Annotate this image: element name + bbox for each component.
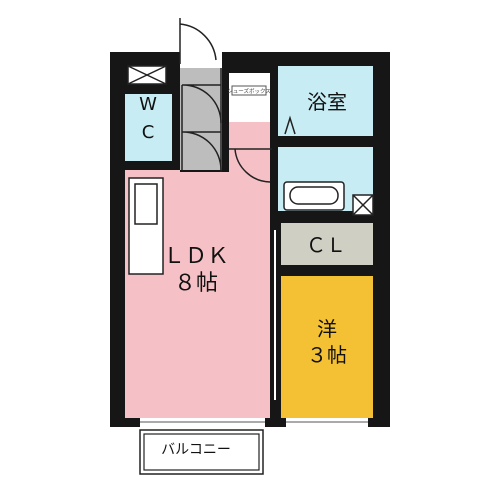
window-ldk: [140, 418, 265, 427]
entrance: [180, 52, 222, 68]
entrance-door-icon: [179, 18, 217, 64]
bathroom: [278, 66, 373, 136]
western-name-label: 洋: [317, 317, 337, 341]
ldk-door-icon: [229, 148, 272, 183]
balcony: [139, 429, 264, 475]
bath-door-icon: [284, 115, 296, 135]
bath-label: 浴室: [307, 90, 347, 114]
wc-room: [125, 94, 172, 161]
shoe-storage-box: [231, 85, 267, 96]
wc-label-w: W: [139, 94, 157, 115]
washroom-vent-icon: [352, 194, 374, 216]
kitchen-counter-icon: [128, 177, 164, 275]
shoe-storage: [229, 73, 270, 122]
ldk-name-label: ＬＤＫ: [163, 244, 229, 269]
window-western: [286, 418, 368, 427]
wc-vent-icon: [127, 65, 167, 85]
balcony-label: バルコニー: [161, 442, 231, 458]
western-size-label: ３帖: [307, 343, 347, 367]
storage-area: [180, 66, 222, 170]
closet: [280, 223, 373, 265]
ldk-size-label: ８帖: [174, 271, 218, 296]
closet-label: ＣＬ: [306, 233, 346, 257]
washbasin-bowl-icon: [289, 186, 339, 205]
western-room: [281, 276, 373, 418]
shoe-storage-label: シューズボックス: [227, 87, 271, 95]
storage-door-icon: [181, 66, 222, 172]
wc-label-c: C: [142, 122, 155, 143]
